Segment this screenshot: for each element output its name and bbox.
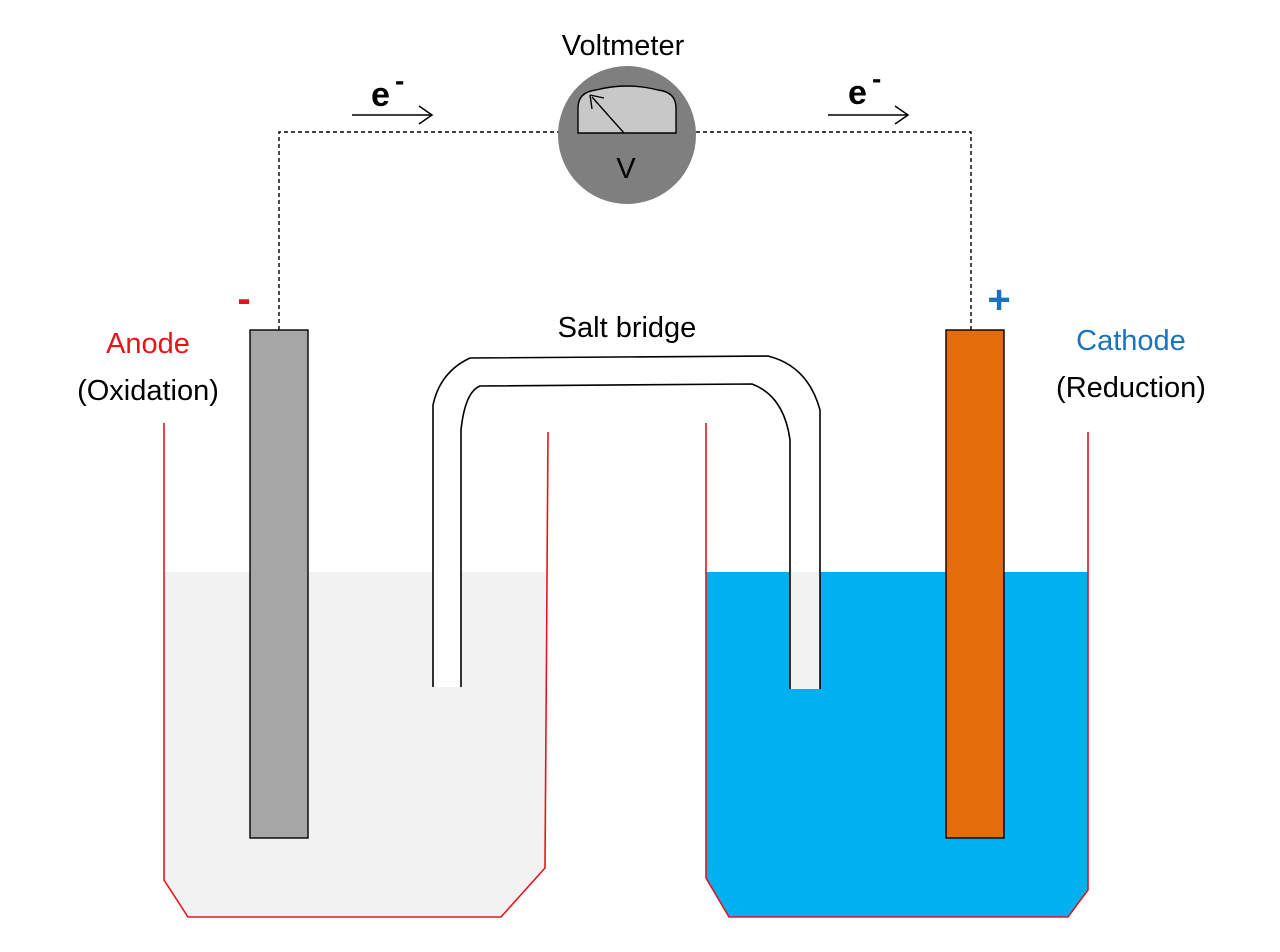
salt-bridge-inner-wall bbox=[460, 383, 791, 689]
anode-beaker bbox=[163, 423, 549, 918]
anode-solution bbox=[164, 572, 545, 917]
voltmeter-needle-arrowhead bbox=[589, 94, 605, 110]
cathode-electrode bbox=[945, 329, 1005, 839]
cathode-beaker bbox=[705, 423, 1089, 918]
electron-superscript-left: - bbox=[395, 65, 404, 96]
salt-bridge-submerged-end bbox=[791, 572, 819, 689]
voltmeter-symbol: V bbox=[616, 153, 636, 185]
voltmeter-needle bbox=[591, 96, 625, 134]
electron-arrow-left-head bbox=[418, 105, 434, 125]
cathode-solution bbox=[706, 572, 1088, 917]
anode-process-label: (Oxidation) bbox=[77, 375, 219, 407]
anode-label: Anode bbox=[106, 328, 190, 360]
cathode-process-label: (Reduction) bbox=[1056, 372, 1206, 404]
anode-sign: - bbox=[237, 277, 250, 321]
salt-bridge bbox=[432, 355, 821, 689]
salt-bridge-label: Salt bridge bbox=[558, 312, 697, 344]
anode-half-cell bbox=[163, 423, 549, 918]
cathode-sign: + bbox=[987, 278, 1010, 322]
external-wire bbox=[278, 131, 972, 330]
voltmeter-dial bbox=[577, 85, 677, 134]
anode-electrode bbox=[249, 329, 309, 839]
electron-label-left: e bbox=[371, 76, 390, 114]
voltmeter-title: Voltmeter bbox=[562, 30, 685, 62]
cathode-label: Cathode bbox=[1076, 325, 1186, 357]
electron-label-right: e bbox=[848, 74, 867, 112]
electron-superscript-right: - bbox=[872, 63, 881, 94]
electron-flow-left: e - bbox=[352, 65, 434, 125]
salt-bridge-tube bbox=[433, 356, 820, 689]
cathode-half-cell bbox=[705, 423, 1089, 918]
salt-bridge-outer-wall bbox=[432, 355, 821, 689]
voltmeter: V bbox=[558, 66, 696, 204]
electron-flow-right: e - bbox=[828, 63, 910, 125]
electron-arrow-right-head bbox=[894, 105, 910, 125]
